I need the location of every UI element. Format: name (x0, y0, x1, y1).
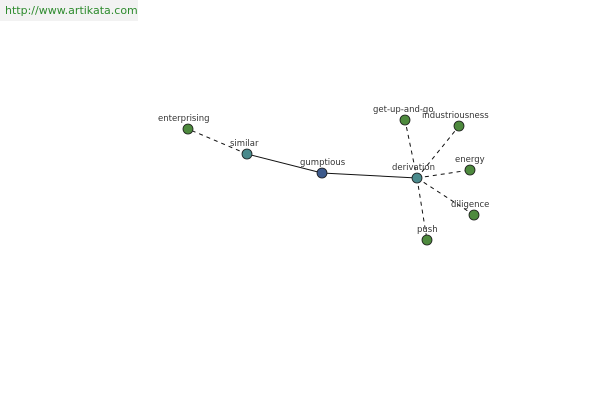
edge-similar-enterprising (187, 128, 248, 155)
node-label-derivation[interactable]: derivation (392, 163, 435, 173)
node-diligence[interactable] (468, 209, 480, 221)
node-label-similar[interactable]: similar (230, 139, 259, 149)
node-industriousness[interactable] (453, 120, 465, 132)
site-url-link[interactable]: http://www.artikata.com (0, 0, 138, 21)
node-label-enterprising[interactable]: enterprising (158, 114, 210, 124)
node-enterprising[interactable] (182, 123, 194, 135)
node-label-gumptious[interactable]: gumptious (300, 158, 346, 168)
labels-layer: gumptious similar derivation enterprising ge… (158, 105, 489, 235)
edge-gumptious-similar (246, 153, 323, 174)
node-label-get-up-and-go[interactable]: get-up-and-go (373, 105, 434, 115)
edge-gumptious-derivation (321, 172, 418, 179)
node-label-industriousness[interactable]: industriousness (422, 111, 489, 121)
edges-layer (187, 119, 475, 241)
edge-derivation-industriousness (416, 125, 460, 179)
node-label-push[interactable]: push (417, 225, 438, 235)
edge-derivation-energy (416, 169, 471, 179)
edge-derivation-diligence (416, 177, 475, 216)
node-get-up-and-go[interactable] (399, 114, 411, 126)
edge-derivation-get-up-and-go (404, 119, 418, 179)
node-label-energy[interactable]: energy (455, 155, 485, 165)
node-gumptious[interactable] (316, 167, 328, 179)
node-push[interactable] (421, 234, 433, 246)
node-label-diligence[interactable]: diligence (451, 200, 489, 210)
edge-derivation-push (416, 177, 428, 241)
node-derivation[interactable] (411, 172, 423, 184)
node-similar[interactable] (241, 148, 253, 160)
node-energy[interactable] (464, 164, 476, 176)
nodes-layer (182, 114, 480, 246)
